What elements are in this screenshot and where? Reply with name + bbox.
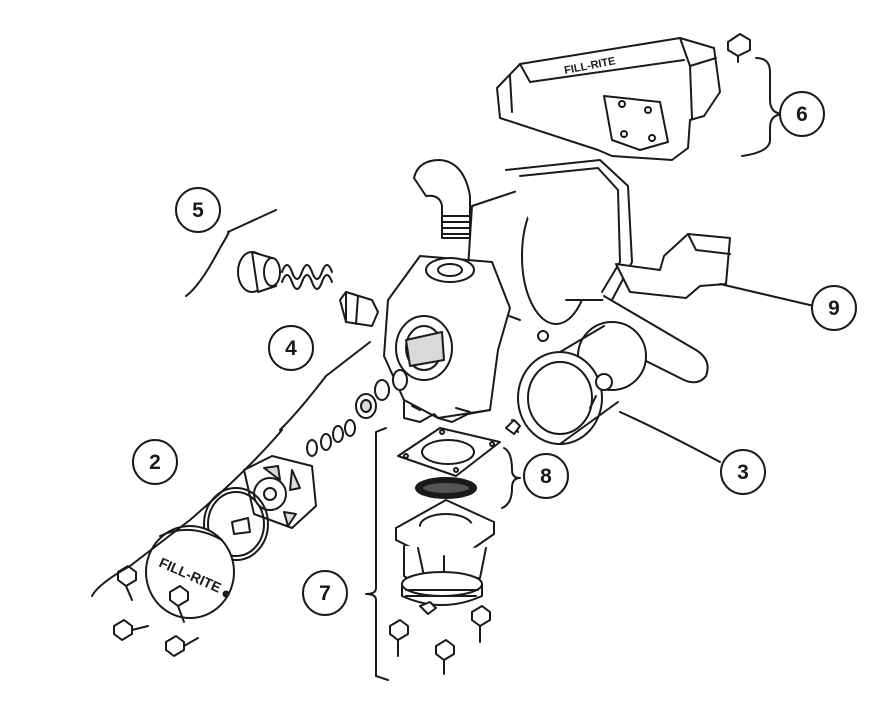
bracket-2 [91,429,283,597]
bracket-8 [501,447,521,509]
bracket-6 [741,57,785,157]
bracket-5 [185,209,277,297]
pump-body [383,255,549,423]
nozzle-hook [615,233,731,299]
rotor-cover [145,525,235,619]
callout-2: 2 [132,439,178,485]
callout-5: 5 [175,187,221,233]
callout-4-label: 4 [285,337,297,360]
callout-6-label: 6 [796,103,808,126]
nozzle-boot [496,37,721,161]
callout-2-label: 2 [149,451,161,474]
motor-cap [505,321,647,445]
seal-set [306,369,408,457]
spring [281,264,333,280]
callout-9: 9 [811,285,857,331]
callout-5-label: 5 [192,199,204,222]
callout-7: 7 [302,570,348,616]
callout-3-label: 3 [737,461,749,484]
leader-9 [719,283,815,307]
cover-bolts [113,565,199,657]
plunger-cap [237,251,281,293]
bracket-4 [279,341,371,431]
flange-gasket [397,427,501,477]
callout-9-label: 9 [828,297,840,320]
callout-7-label: 7 [319,582,331,605]
strainer [415,477,477,499]
callout-3: 3 [720,449,766,495]
boot-bolt [727,33,751,63]
callout-8-label: 8 [540,465,552,488]
lever-arm [595,295,709,384]
cover-gasket [203,487,269,561]
bracket-7 [365,427,389,681]
check-valve-nut [339,291,379,327]
callout-6: 6 [779,91,825,137]
elbow-fitting [413,159,471,239]
leader-3 [619,411,721,463]
rotor [243,455,317,529]
callout-8: 8 [523,453,569,499]
motor-housing [465,159,633,325]
inlet-flange [395,499,495,615]
callout-4: 4 [268,325,314,371]
flange-bolts [389,605,491,675]
